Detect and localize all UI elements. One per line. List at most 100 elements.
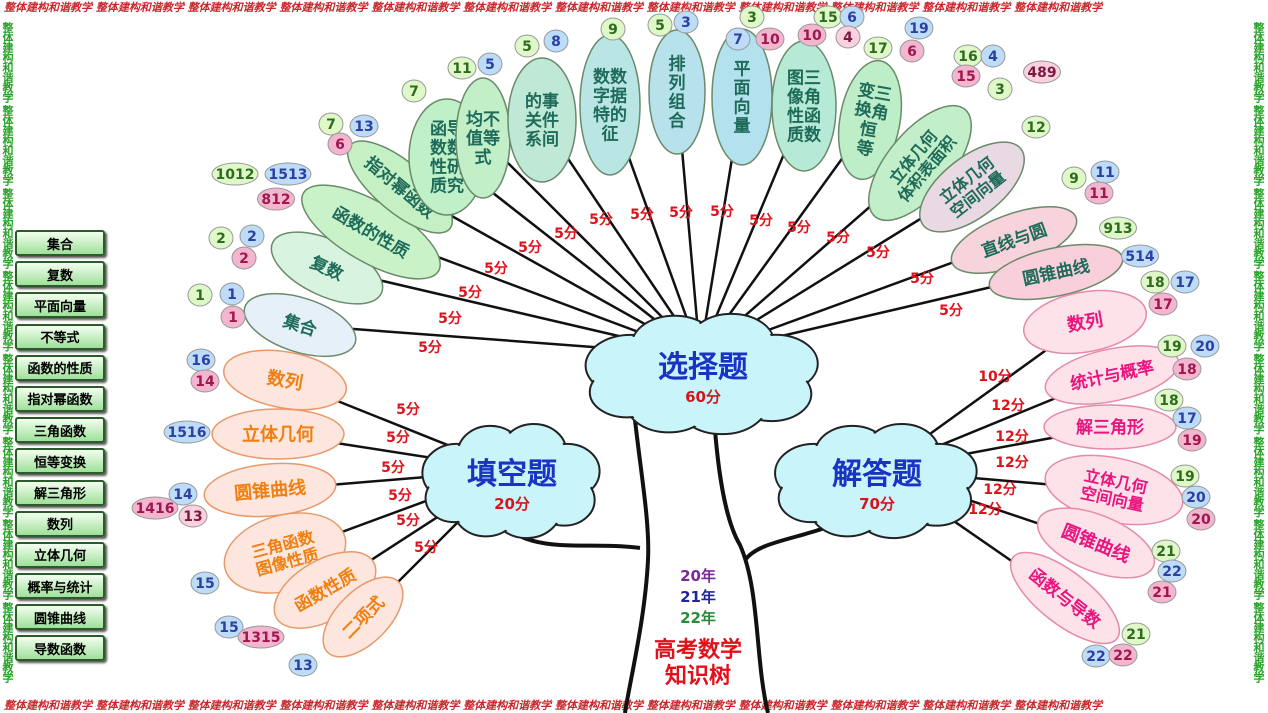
answer-leaf-1[interactable]: 统计与概率 bbox=[1040, 335, 1184, 414]
choice-leaf-7-label: 数数 bbox=[593, 67, 628, 88]
sidebar-button-4[interactable]: 函数的性质 bbox=[15, 354, 105, 381]
sidebar-button-3[interactable]: 不等式 bbox=[15, 323, 105, 350]
choice-leaf-3-tag-1 bbox=[349, 114, 379, 138]
choice-leaf-8-score: 5分 bbox=[669, 205, 693, 221]
fill-leaf-4-tag-1-text: 1315 bbox=[242, 630, 281, 646]
choice-leaf-13-score: 5分 bbox=[866, 245, 890, 261]
sidebar-button-13[interactable]: 导数函数 bbox=[15, 635, 105, 662]
choice-leaf-0-tag-0-text: 1 bbox=[195, 288, 205, 304]
sidebar-button-11[interactable]: 概率与统计 bbox=[15, 573, 105, 600]
answer-leaf-3-tag-0 bbox=[1170, 464, 1200, 488]
choice-leaf-4-tag-0 bbox=[401, 79, 427, 103]
choice-leaf-4-label: 性研 bbox=[430, 157, 464, 178]
choice-leaf-10-label: 质数 bbox=[787, 125, 822, 146]
fill-leaf-2-tag-2-text: 13 bbox=[183, 509, 202, 525]
choice-leaf-9-label: 面 bbox=[734, 79, 751, 99]
trunk-stroke-1 bbox=[711, 401, 770, 713]
fill-cloud-label: 填空题 bbox=[467, 457, 557, 492]
choice-leaf-2-tag-1-text: 1513 bbox=[269, 167, 308, 183]
choice-leaf-9-tag-2-text: 10 bbox=[760, 32, 780, 48]
fill-leaf-2-tag-1-text: 1416 bbox=[136, 501, 175, 517]
fill-cloud: 填空题 20分 bbox=[421, 423, 601, 540]
answer-leaf-5-score: 12分 bbox=[968, 502, 1001, 518]
choice-leaf-5-label: 值等 bbox=[466, 128, 500, 149]
choice-leaf-1-tag-2 bbox=[231, 246, 257, 270]
choice-leaf-7-tag-0-text: 9 bbox=[608, 22, 618, 38]
choice-leaf-3-tag-2 bbox=[327, 132, 353, 156]
choice-leaf-8-tag-0-text: 5 bbox=[655, 18, 665, 34]
choice-leaf-0[interactable]: 集合 bbox=[236, 281, 363, 368]
choice-leaf-5-tag-1 bbox=[477, 52, 503, 76]
fill-leaf-2-tag-0-text: 14 bbox=[173, 487, 193, 503]
choice-leaf-11-score: 5分 bbox=[787, 220, 811, 236]
answer-leaf-3-tag-2 bbox=[1186, 507, 1216, 531]
sidebar-button-1[interactable]: 复数 bbox=[15, 261, 105, 288]
choice-leaf-10-tag-3 bbox=[835, 25, 861, 49]
answer-leaf-4-tag-0-text: 21 bbox=[1156, 544, 1175, 560]
fill-leaf-5-tag-0-text: 13 bbox=[293, 658, 312, 674]
fill-leaf-4-tag-1 bbox=[237, 625, 285, 649]
choice-leaf-8-label: 组 bbox=[669, 92, 686, 113]
fill-leaf-0[interactable]: 数列 bbox=[219, 342, 351, 419]
answer-leaf-0[interactable]: 数列 bbox=[1019, 282, 1152, 363]
year-labels: 20年 21年 22年 bbox=[660, 566, 736, 629]
fill-leaf-0-tag-1-text: 14 bbox=[195, 374, 215, 390]
fill-leaf-3-tag-0 bbox=[190, 571, 220, 595]
choice-leaf-6-label: 关件 bbox=[525, 110, 559, 131]
choice-leaf-12-tag-2 bbox=[951, 64, 981, 88]
sidebar-button-2[interactable]: 平面向量 bbox=[15, 292, 105, 319]
choice-leaf-1[interactable]: 复数 bbox=[261, 217, 393, 318]
sidebar-button-6[interactable]: 三角函数 bbox=[15, 417, 105, 444]
answer-leaf-2[interactable]: 解三角形 bbox=[1043, 404, 1177, 450]
answer-leaf-4[interactable]: 圆锥曲线 bbox=[1028, 494, 1164, 592]
sidebar-button-9[interactable]: 数列 bbox=[15, 510, 105, 537]
fill-leaf-2-tag-1 bbox=[131, 496, 179, 520]
choice-leaf-3-tag-1-text: 13 bbox=[354, 119, 373, 135]
choice-leaf-5-label: 均不 bbox=[466, 109, 500, 130]
choice-leaf-0-tag-2-text: 1 bbox=[228, 310, 238, 326]
fill-leaf-0-tag-0-text: 16 bbox=[191, 353, 210, 369]
fill-leaf-3-score: 5分 bbox=[388, 488, 412, 504]
answer-leaf-1-tag-0 bbox=[1157, 334, 1187, 358]
fill-leaf-0-score: 5分 bbox=[396, 402, 420, 418]
sidebar-button-10[interactable]: 立体几何 bbox=[15, 541, 105, 568]
fill-leaf-5[interactable]: 二项式 bbox=[309, 563, 416, 670]
fill-cloud-score: 20分 bbox=[494, 495, 530, 513]
sidebar-button-8[interactable]: 解三角形 bbox=[15, 479, 105, 506]
fill-leaf-1[interactable]: 立体几何 bbox=[211, 408, 345, 460]
choice-leaf-10-label: 像角 bbox=[787, 87, 821, 108]
choice-leaf-1-tag-2-text: 2 bbox=[239, 251, 249, 267]
sidebar-button-12[interactable]: 圆锥曲线 bbox=[15, 604, 105, 631]
choice-leaf-8-tag-1 bbox=[673, 10, 699, 34]
answer-leaf-4-tag-2-text: 21 bbox=[1152, 585, 1171, 601]
choice-leaf-12-score: 5分 bbox=[826, 230, 850, 246]
answer-leaf-3-tag-0-text: 19 bbox=[1175, 469, 1194, 485]
fill-leaf-1-tag-0 bbox=[163, 420, 211, 444]
sidebar-button-0[interactable]: 集合 bbox=[15, 230, 105, 256]
choice-cloud-score: 60分 bbox=[685, 388, 721, 406]
choice-leaf-7-tag-0 bbox=[600, 17, 626, 41]
choice-leaf-15-tag-0-text: 913 bbox=[1103, 221, 1132, 237]
sidebar-button-5[interactable]: 指对幂函数 bbox=[15, 385, 105, 412]
sidebar-button-7[interactable]: 恒等变换 bbox=[15, 448, 105, 475]
choice-leaf-10-tag-2-text: 10 bbox=[802, 28, 822, 44]
choice-leaf-12-tag-1 bbox=[980, 44, 1006, 68]
year-2021: 21年 bbox=[680, 588, 716, 606]
leaf-layer: 集合5分复数5分函数的性质5分指对幂函数5分函导数数性研质究5分均不值等式5分的… bbox=[202, 28, 1189, 670]
choice-leaf-3-tag-0-text: 7 bbox=[326, 117, 336, 133]
fill-leaf-2[interactable]: 圆锥曲线 bbox=[202, 458, 338, 521]
choice-leaf-7-label: 特的 bbox=[593, 105, 627, 126]
fill-leaf-0-tag-1 bbox=[190, 369, 220, 393]
choice-leaf-2-tag-0 bbox=[211, 162, 259, 186]
choice-leaf-2-tag-0-text: 1012 bbox=[216, 167, 255, 183]
choice-leaf-12-tag-4-text: 3 bbox=[995, 82, 1005, 98]
choice-leaf-9-label: 平 bbox=[734, 60, 751, 80]
